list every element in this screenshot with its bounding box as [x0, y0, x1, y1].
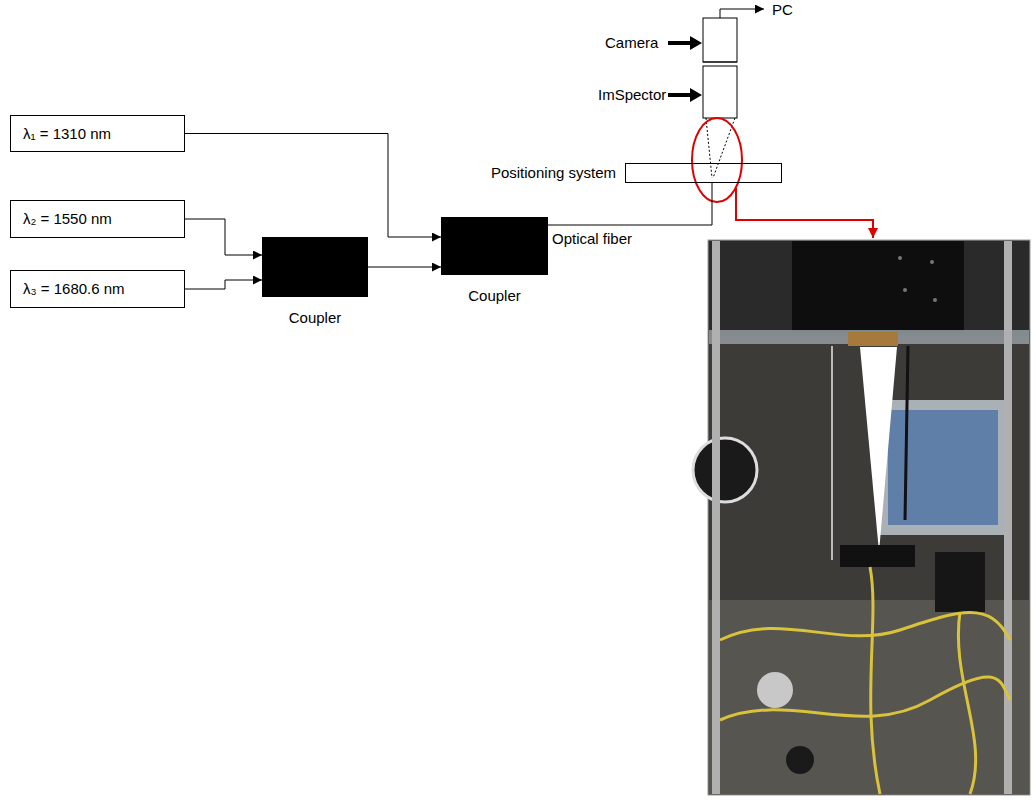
part-label: Camera — [605, 34, 658, 52]
knob — [786, 746, 814, 774]
imspector-body — [703, 66, 737, 118]
fiber-connector — [185, 134, 441, 238]
fiber-connector — [185, 219, 262, 255]
brass-mount — [848, 332, 898, 346]
camera-body — [703, 18, 737, 62]
highlight-ellipse — [692, 118, 742, 202]
wavelength-label: λ₁ = 1310 nm — [23, 125, 111, 143]
photo-background — [709, 241, 1029, 336]
camera-housing — [792, 241, 964, 333]
coupler-box: Coupler — [441, 217, 548, 275]
part-label: Positioning system — [491, 164, 616, 182]
wavelength-label: λ₃ = 1680.6 nm — [23, 280, 125, 298]
part-label: ImSpector — [598, 86, 666, 104]
cable — [905, 346, 908, 520]
optical-fiber — [548, 183, 712, 225]
foil-ball — [757, 672, 793, 708]
support-pole — [1004, 241, 1012, 794]
photo-frame — [708, 240, 1030, 795]
fiber-connector — [185, 280, 262, 289]
setup-photo — [693, 240, 1030, 795]
light-beam — [860, 347, 897, 552]
zoom-arrow — [736, 188, 873, 238]
yellow-cable — [958, 612, 975, 794]
pc-arrow — [720, 9, 764, 18]
screw — [933, 298, 937, 302]
part-label: Coupler — [441, 287, 548, 305]
pointer-arrow — [668, 88, 702, 102]
fiber-holder — [840, 545, 915, 567]
screw — [903, 288, 907, 292]
fiber-connector — [368, 267, 441, 268]
microscope-lens — [693, 438, 757, 502]
part-label: Coupler — [262, 309, 368, 327]
yellow-cable — [870, 567, 880, 794]
support-pole — [712, 241, 720, 794]
monitor — [880, 400, 1005, 535]
wavelength-label: λ₂ = 1550 nm — [23, 210, 112, 228]
light-cone-line — [706, 118, 712, 178]
cable — [831, 346, 833, 560]
optical-table — [709, 600, 1029, 794]
separator-line — [703, 62, 737, 63]
source-box: λ₃ = 1680.6 nm — [10, 270, 185, 308]
coupler-box: Coupler — [262, 237, 368, 297]
edge-label: Optical fiber — [550, 230, 634, 248]
pointer-arrow — [668, 36, 702, 50]
source-box: λ₁ = 1310 nm — [10, 115, 185, 152]
screw — [898, 256, 902, 260]
screw — [930, 260, 934, 264]
fiber-mount — [935, 552, 985, 612]
positioning-bar: Positioning system — [625, 163, 782, 183]
yellow-cable — [720, 613, 1010, 641]
source-box: λ₂ = 1550 nm — [10, 200, 185, 238]
output-label: PC — [772, 1, 793, 19]
